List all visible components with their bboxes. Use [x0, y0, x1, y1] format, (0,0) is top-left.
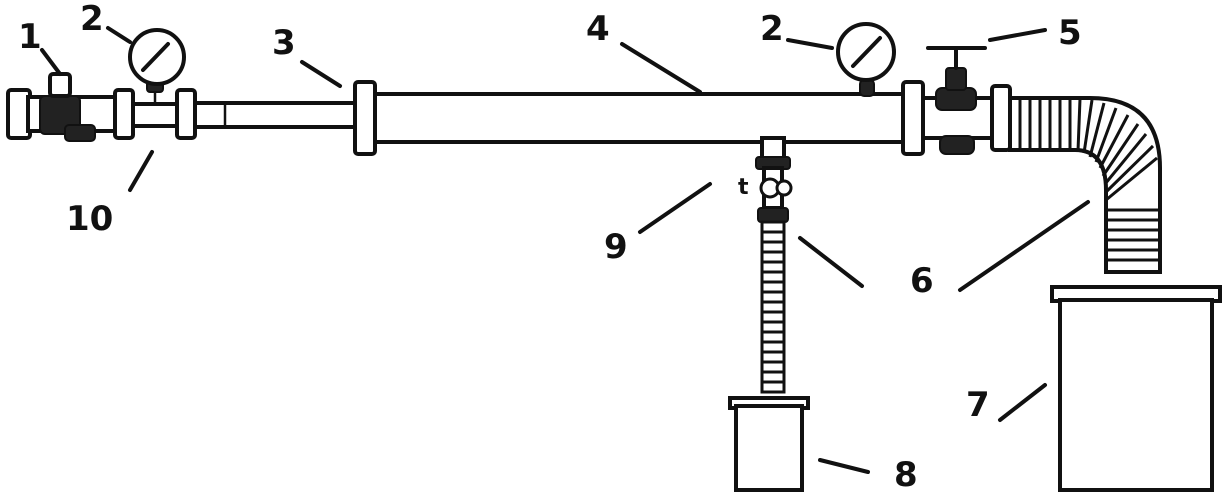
tap-mark-label: t — [738, 175, 749, 200]
label-10: 10 — [66, 199, 113, 239]
outlet-valve — [921, 46, 1012, 155]
label-1: 1 — [18, 17, 42, 57]
small-beaker — [728, 396, 810, 492]
discharge-hose — [1008, 96, 1162, 274]
label-5: 5 — [1058, 13, 1082, 53]
label-2-left: 2 — [80, 0, 104, 39]
small-pipe-section — [193, 101, 360, 129]
label-9: 9 — [604, 227, 628, 267]
number-labels: 1 2 3 4 2 5 6 7 8 9 10 — [18, 0, 1082, 495]
label-6: 6 — [910, 261, 934, 301]
label-8: 8 — [894, 455, 918, 495]
label-2-right: 2 — [760, 9, 784, 49]
leader-lines — [40, 26, 1090, 474]
label-7: 7 — [966, 385, 990, 425]
pressure-gauge-left — [128, 28, 186, 104]
main-test-pipe — [353, 80, 925, 156]
pressure-gauge-right — [836, 22, 896, 97]
label-4: 4 — [586, 9, 610, 49]
label-3: 3 — [272, 23, 296, 63]
large-collection-tank — [1050, 285, 1222, 492]
tap-branch: t — [738, 136, 793, 394]
